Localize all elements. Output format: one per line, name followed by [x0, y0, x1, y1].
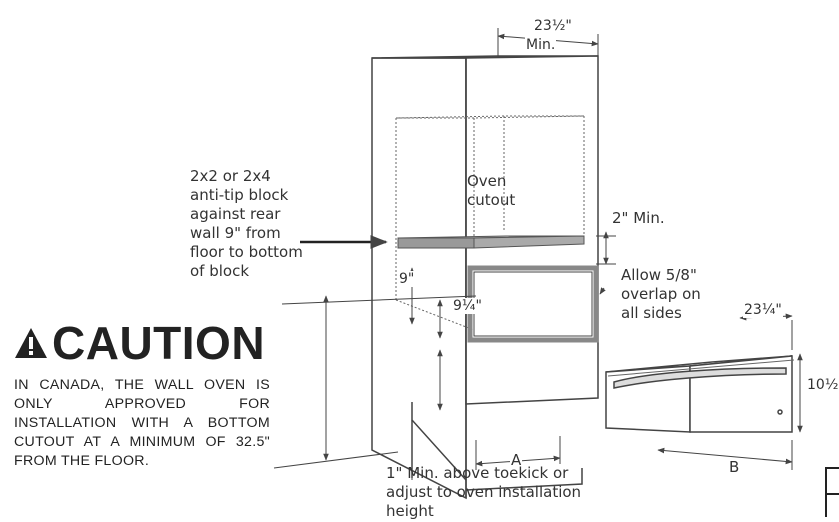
- depth-min-unit: Min.: [525, 37, 557, 53]
- toekick-note: 1" Min. above toekick or adjust to oven …: [386, 464, 582, 520]
- drawer-height-dim: 10½": [806, 377, 839, 393]
- cropped-table: [825, 467, 839, 517]
- anti-tip-block: [397, 235, 585, 249]
- depth-min-value: 23½": [533, 18, 573, 34]
- drawer-depth-dim: 23¼": [743, 302, 783, 318]
- overlap-label: Allow 5/8" overlap on all sides: [621, 266, 701, 322]
- warming-drawer: [605, 355, 795, 433]
- two-min-label: 2" Min.: [612, 209, 665, 227]
- dimension-lines: [273, 28, 616, 480]
- warning-triangle-icon: [15, 328, 47, 358]
- oven-cutout-label: Oven cutout: [467, 172, 516, 209]
- caution-title-text: CAUTION: [52, 317, 266, 369]
- oven-cutout-outline: [395, 115, 585, 331]
- nine-dim: 9": [398, 271, 416, 287]
- dim-b: B: [728, 458, 741, 476]
- caution-text: IN CANADA, THE WALL OVEN IS ONLY APPROVE…: [14, 377, 270, 469]
- caution-heading: CAUTION: [14, 318, 265, 368]
- anti-tip-label: 2x2 or 2x4 anti-tip block against rear w…: [190, 167, 303, 280]
- nine-quarter-dim: 9¼": [452, 298, 483, 314]
- dim-a: A: [510, 451, 523, 469]
